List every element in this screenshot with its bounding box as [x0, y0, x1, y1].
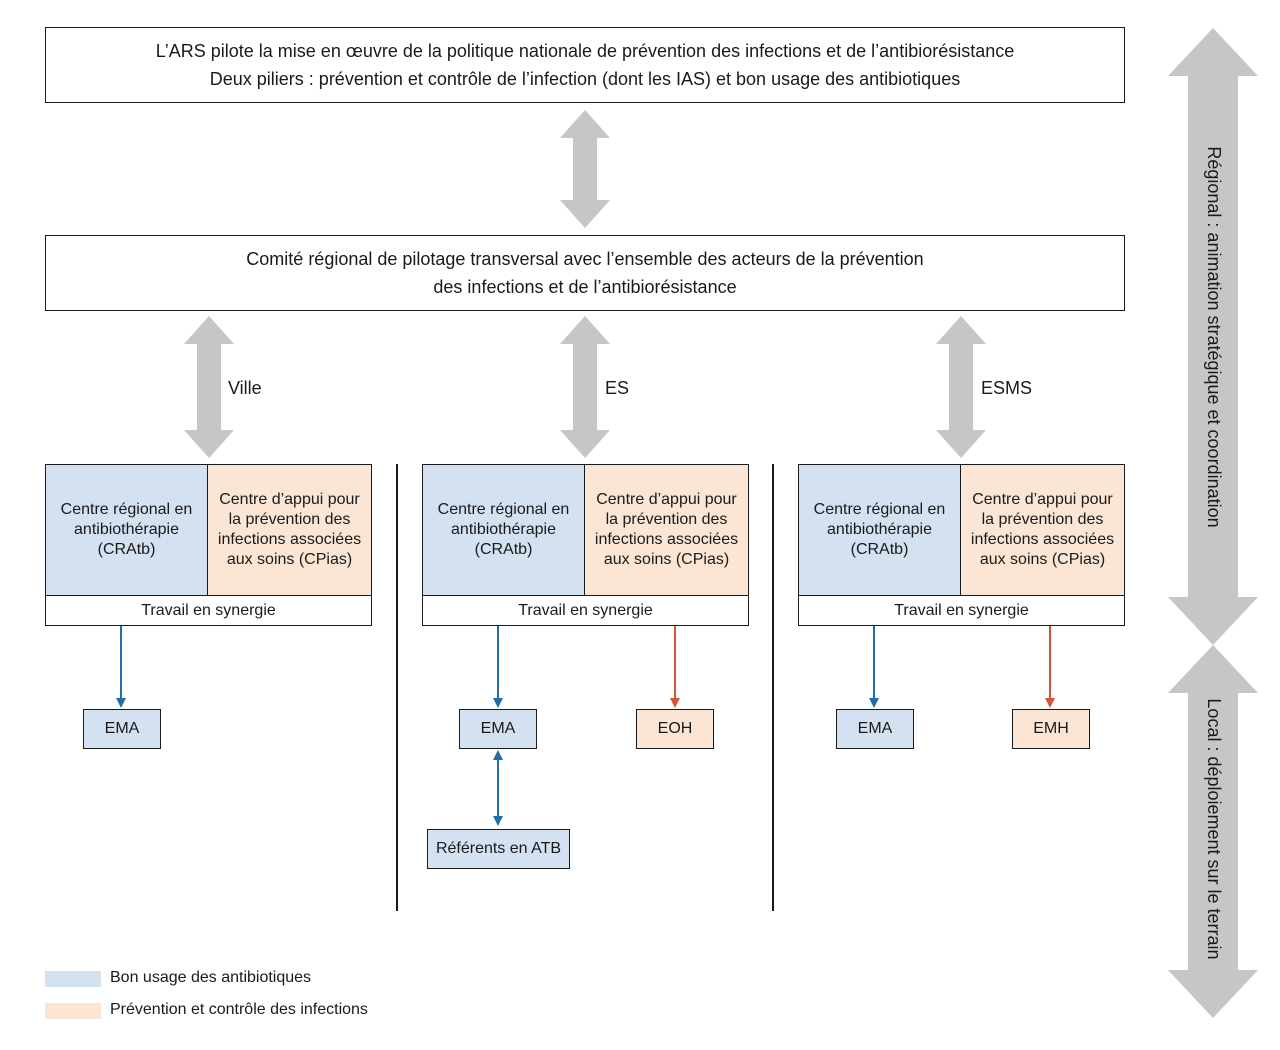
group-ville: Centre régional en antibiothérapie (CRAt…	[45, 464, 372, 626]
side-label-regional: Régional : animation stratégique et coor…	[1204, 146, 1224, 528]
legend-swatch-orange	[45, 1003, 101, 1019]
ema-box-esms: EMA	[836, 709, 914, 749]
legend-swatch-blue	[45, 971, 101, 987]
ars-header-box: L’ARS pilote la mise en œuvre de la poli…	[45, 27, 1125, 103]
side-label-local: Local : déploiement sur le terrain	[1204, 698, 1224, 960]
cpias-cell: Centre d’appui pour la prévention des in…	[961, 465, 1124, 595]
column-label-esms: ESMS	[981, 378, 1033, 398]
column-divider	[396, 464, 398, 911]
side-arrow-regional	[1168, 28, 1258, 645]
double-arrow-ville	[184, 316, 234, 458]
eoh-box: EOH	[636, 709, 714, 749]
column-label-ville: Ville	[228, 378, 262, 398]
legend-label-blue: Bon usage des antibiotiques	[110, 969, 312, 986]
cratb-cell: Centre régional en antibiothérapie (CRAt…	[799, 465, 961, 595]
synergy-label: Travail en synergie	[799, 595, 1124, 625]
ars-header-line2: Deux piliers : prévention et contrôle de…	[209, 69, 961, 89]
cratb-cell: Centre régional en antibiothérapie (CRAt…	[46, 465, 208, 595]
double-arrow-es	[560, 316, 610, 458]
group-es: Centre régional en antibiothérapie (CRAt…	[422, 464, 749, 626]
comite-line2: des infections et de l’antibiorésistance	[433, 277, 737, 297]
group-esms: Centre régional en antibiothérapie (CRAt…	[798, 464, 1125, 626]
comite-box: Comité régional de pilotage transversal …	[45, 235, 1125, 311]
legend-label-orange: Prévention et contrôle des infections	[110, 1001, 368, 1018]
column-divider	[772, 464, 774, 911]
synergy-label: Travail en synergie	[46, 595, 371, 625]
comite-line1: Comité régional de pilotage transversal …	[246, 249, 924, 269]
double-arrow-header-comite	[560, 110, 610, 228]
referents-atb-box: Référents en ATB	[427, 829, 570, 869]
synergy-label: Travail en synergie	[423, 595, 748, 625]
cratb-cell: Centre régional en antibiothérapie (CRAt…	[423, 465, 585, 595]
cpias-cell: Centre d’appui pour la prévention des in…	[208, 465, 371, 595]
cpias-cell: Centre d’appui pour la prévention des in…	[585, 465, 748, 595]
ars-header-line1: L’ARS pilote la mise en œuvre de la poli…	[155, 41, 1015, 61]
emh-box: EMH	[1012, 709, 1090, 749]
side-arrow-local	[1168, 645, 1258, 1018]
ema-box-ville: EMA	[83, 709, 161, 749]
ema-box-es: EMA	[459, 709, 537, 749]
column-label-es: ES	[605, 378, 630, 398]
double-arrow-esms	[936, 316, 986, 458]
